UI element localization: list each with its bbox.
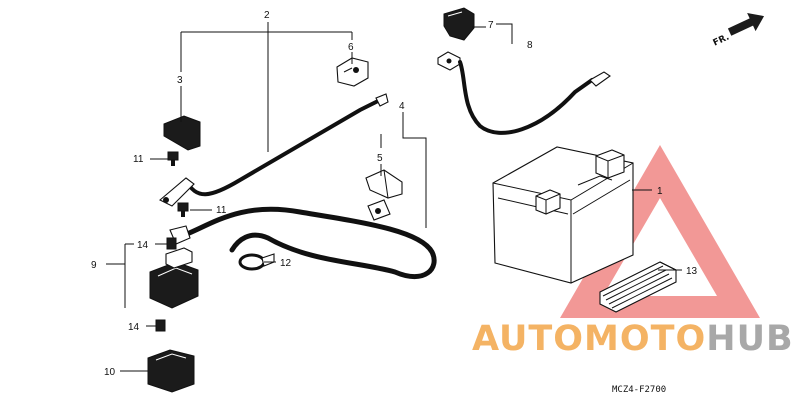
negative-cable xyxy=(169,199,437,280)
positive-cable xyxy=(437,51,611,135)
leader-lines xyxy=(106,22,682,372)
svg-text:AUTOMOTOHUB: AUTOMOTOHUB xyxy=(472,319,794,359)
watermark-triangle xyxy=(560,145,760,318)
callout-5: 5 xyxy=(377,153,383,164)
main-cable xyxy=(159,93,389,207)
fuse-upper xyxy=(166,237,177,250)
callout-4: 4 xyxy=(399,101,405,112)
callout-14b: 14 xyxy=(128,322,140,333)
callout-8: 8 xyxy=(527,40,533,51)
watermark-part2: HUB xyxy=(706,319,793,359)
fuse-lower xyxy=(155,319,166,332)
callout-6: 6 xyxy=(348,42,354,53)
callout-numbers: 1 2 3 4 5 6 7 8 9 10 11 11 12 13 14 14 xyxy=(91,10,698,378)
bolt-upper xyxy=(167,151,179,166)
callout-9: 9 xyxy=(91,260,97,271)
callout-11a: 11 xyxy=(133,154,144,165)
front-label: FR. xyxy=(712,32,731,48)
battery xyxy=(492,146,634,284)
callout-11b: 11 xyxy=(216,205,227,216)
watermark-text: AUTOMOTOHUB xyxy=(472,319,794,359)
battery-strap xyxy=(599,261,677,313)
terminal-cover xyxy=(443,7,475,41)
watermark-part1: AUTOMOTO xyxy=(472,319,706,359)
small-terminal-cover xyxy=(163,115,201,151)
diagram-code: MCZ4-F2700 xyxy=(612,385,666,395)
terminal-boot xyxy=(365,169,403,199)
bolt-lower xyxy=(177,202,189,217)
callout-3: 3 xyxy=(177,75,183,86)
callout-2: 2 xyxy=(264,10,270,21)
callout-14a: 14 xyxy=(137,240,149,251)
bolt-cap xyxy=(336,57,369,87)
callout-13: 13 xyxy=(686,266,698,277)
callout-7: 7 xyxy=(488,20,494,31)
front-direction-arrow: FR. xyxy=(712,12,765,49)
callout-10: 10 xyxy=(104,367,116,378)
callout-1: 1 xyxy=(657,186,663,197)
starter-relay xyxy=(149,247,199,309)
relay-cover xyxy=(147,349,195,393)
callout-12: 12 xyxy=(280,258,292,269)
